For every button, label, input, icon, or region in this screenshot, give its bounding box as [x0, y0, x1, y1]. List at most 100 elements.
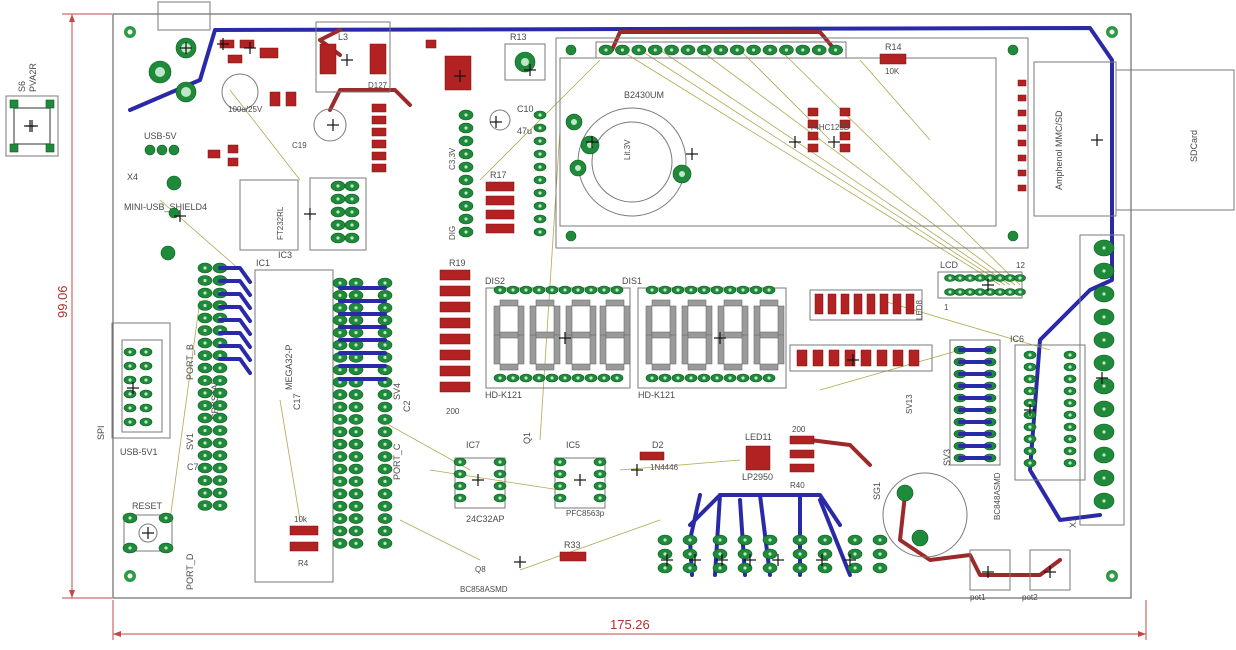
- dimension-width: 175.26: [112, 600, 1147, 640]
- bc848-label: BC848ASMD: [993, 472, 1002, 520]
- q1-label: Q1: [522, 432, 532, 444]
- ic6-label: IC6: [1010, 334, 1024, 344]
- d2: D2 1N4446: [639, 440, 679, 472]
- s6-label: S6: [17, 81, 27, 92]
- lcd-pin12: 12: [1016, 261, 1025, 270]
- lcd-pin1: 1: [944, 303, 949, 312]
- sg1-buzzer: SG1: [872, 472, 968, 558]
- pot1-label: pot1: [970, 593, 986, 602]
- usb5v1-label: USB-5V1: [120, 447, 158, 457]
- led11-label: LED11: [745, 432, 772, 442]
- ic1-label: IC1: [256, 258, 270, 268]
- led11-lp2950: LED11 LP2950 200 R40: [742, 425, 815, 490]
- crystal-label: CRYSTAL: [210, 379, 220, 420]
- c2-label: C2: [402, 400, 412, 412]
- reset-label: RESET: [132, 501, 163, 511]
- r17-label: R17: [490, 170, 507, 180]
- port-d-label: PORT_D: [185, 553, 195, 590]
- r13-c10: R13 C10 47u: [489, 32, 546, 136]
- r14v-label: 10K: [885, 67, 900, 76]
- c17-label: C17: [292, 393, 302, 410]
- ic5-label: IC5: [566, 440, 580, 450]
- hc125-label: 74HC125D: [810, 123, 850, 132]
- ic7-label: IC7: [466, 440, 480, 450]
- sv13-label: SV13: [905, 394, 914, 414]
- height-label: 99.06: [55, 285, 70, 318]
- width-label: 175.26: [610, 617, 650, 632]
- r40-label: R40: [790, 481, 805, 490]
- v200a-label: 200: [446, 407, 460, 416]
- sg1-label: SG1: [872, 482, 882, 500]
- header-pins: [122, 44, 1115, 574]
- board-outline: [112, 13, 1132, 599]
- pva2r-label: PVA2R: [28, 63, 38, 92]
- l3-label: L3: [338, 32, 348, 42]
- b2430-label: B2430UM: [624, 90, 664, 100]
- ic7-value: 24C32AP: [466, 514, 505, 524]
- ic7: IC7 24C32AP: [454, 440, 506, 524]
- pot2-label: pot2: [1022, 593, 1038, 602]
- x1-terminal: X1: [1068, 234, 1125, 528]
- usb5v-label: USB-5V: [144, 131, 177, 141]
- dig-label: DIG: [448, 226, 457, 240]
- sv3-ic6: SV3 IC6: [942, 334, 1086, 481]
- c7-label: C7: [187, 462, 199, 472]
- mega-label: MEGA32-P: [284, 344, 294, 390]
- amphenol-label: Amphenol MMC/SD: [1054, 110, 1064, 190]
- origin-crosses: [24, 38, 1108, 578]
- c10-label: C10: [517, 104, 534, 114]
- v200b-label: 200: [792, 425, 806, 434]
- x1-label: X1: [1068, 517, 1078, 528]
- r17-array: R17 DIG C3,3V: [448, 147, 515, 240]
- led8-bank: LED8 SV13: [789, 289, 933, 414]
- r4-label: R4: [298, 559, 309, 568]
- reset-switch: RESET: [123, 501, 173, 552]
- port-b-label: PORT_B: [185, 344, 195, 380]
- r19-label: R19: [449, 258, 466, 268]
- spi-header: SPI USB-5V1: [96, 322, 171, 457]
- dimension-height: 99.06: [55, 13, 112, 599]
- switch-s6: S6 PVA2R: [5, 63, 59, 157]
- ic3-label: IC3: [278, 250, 292, 260]
- ic5: IC5 PFC8563p Q1: [522, 432, 606, 518]
- sv1-label: SV1: [185, 433, 195, 450]
- sv4-label: SV4: [392, 383, 402, 400]
- mounting-holes: [124, 26, 1118, 582]
- r4: 10k R4: [289, 515, 319, 568]
- sd-connector: SDCard Amphenol MMC/SD: [1017, 61, 1235, 217]
- x4-label: X4: [127, 172, 138, 182]
- c33v-label: C3,3V: [448, 147, 457, 170]
- ic-74hc125d: 74HC125D: [807, 107, 851, 153]
- d127-label: D127: [368, 81, 388, 90]
- r13-label: R13: [510, 32, 527, 42]
- lcd-label: LCD: [940, 260, 959, 270]
- dis2-label: DIS2: [485, 276, 505, 286]
- d2-label: D2: [652, 440, 664, 450]
- lcd-header: LCD 12 1: [937, 260, 1025, 312]
- regulator-area: 100u/25V C19 L3 D127: [219, 21, 472, 150]
- ft232-label: FT232RL: [276, 206, 285, 240]
- lit-label: Lit.3V: [623, 139, 632, 160]
- hd2-label: HD-K121: [638, 390, 675, 400]
- r33-label: R33: [564, 540, 581, 550]
- r19-array: R19 200: [439, 258, 471, 416]
- sv3-label: SV3: [942, 449, 952, 466]
- miniusb-label: MINI-USB_SHIELD4: [124, 202, 207, 212]
- ic5-value: PFC8563p: [566, 509, 605, 518]
- seven-segment-digits: [493, 299, 785, 371]
- port-c-label: PORT_C: [392, 443, 402, 480]
- ic1-mega32: IC1 MEGA32-P: [254, 258, 334, 583]
- spi-label: SPI: [96, 425, 106, 440]
- power-jack: [148, 1, 211, 103]
- q8-label: Q8: [475, 565, 486, 574]
- r14: R14 10K: [879, 42, 907, 76]
- sdcard-label: SDCard: [1189, 130, 1199, 162]
- r14-label: R14: [885, 42, 902, 52]
- c47u-label: 47u: [517, 126, 532, 136]
- bc858-label: BC858ASMD: [460, 585, 508, 594]
- d2v-label: 1N4446: [650, 463, 679, 472]
- c100u-label: 100u/25V: [228, 105, 263, 114]
- usb-area: USB-5V X4 MINI-USB_SHIELD4 FT232RL IC3: [124, 131, 367, 261]
- v10k-label: 10k: [294, 515, 308, 524]
